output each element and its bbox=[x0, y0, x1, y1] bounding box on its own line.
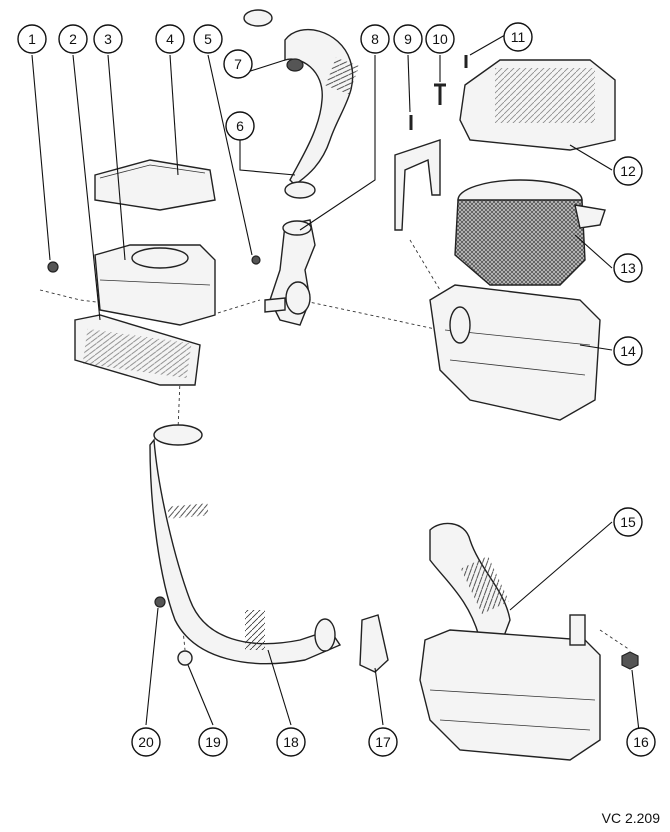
callout-8: 8 bbox=[360, 24, 390, 54]
part-bolt-5 bbox=[251, 255, 261, 265]
part-resonator-box bbox=[94, 244, 216, 326]
callout-4: 4 bbox=[155, 24, 185, 54]
callout-7: 7 bbox=[223, 49, 253, 79]
callout-label: 8 bbox=[371, 31, 379, 47]
part-intake-duct bbox=[74, 314, 201, 386]
callout-12: 12 bbox=[613, 156, 643, 186]
callout-11: 11 bbox=[503, 22, 533, 52]
callout-label: 12 bbox=[620, 163, 636, 179]
part-upper-hose bbox=[243, 9, 360, 199]
part-lower-resonator bbox=[419, 522, 601, 761]
callout-14: 14 bbox=[613, 336, 643, 366]
callout-label: 18 bbox=[283, 734, 299, 750]
part-nut-20 bbox=[154, 596, 166, 608]
part-filter-housing-lower bbox=[429, 284, 601, 421]
callout-label: 16 bbox=[633, 734, 649, 750]
callout-label: 1 bbox=[28, 31, 36, 47]
callout-label: 19 bbox=[205, 734, 221, 750]
callout-label: 10 bbox=[432, 31, 448, 47]
part-filter-element bbox=[454, 179, 606, 286]
callout-5: 5 bbox=[193, 24, 223, 54]
callout-19: 19 bbox=[198, 727, 228, 757]
callout-2: 2 bbox=[58, 24, 88, 54]
callout-15: 15 bbox=[613, 507, 643, 537]
part-bolt-10 bbox=[434, 83, 446, 105]
part-clip-1 bbox=[47, 261, 59, 273]
part-nut-16 bbox=[621, 651, 639, 670]
callout-label: 3 bbox=[104, 31, 112, 47]
callout-label: 6 bbox=[236, 118, 244, 134]
callout-20: 20 bbox=[131, 727, 161, 757]
callout-label: 20 bbox=[138, 734, 154, 750]
part-mount-pad bbox=[359, 614, 389, 673]
callout-9: 9 bbox=[393, 24, 423, 54]
callout-13: 13 bbox=[613, 253, 643, 283]
callout-16: 16 bbox=[626, 727, 656, 757]
part-upper-cover bbox=[94, 159, 216, 211]
callout-label: 14 bbox=[620, 343, 636, 359]
callout-1: 1 bbox=[17, 24, 47, 54]
callout-3: 3 bbox=[93, 24, 123, 54]
callout-10: 10 bbox=[425, 24, 455, 54]
callout-6: 6 bbox=[225, 111, 255, 141]
part-grommet-19 bbox=[177, 650, 193, 666]
callout-label: 9 bbox=[404, 31, 412, 47]
callout-17: 17 bbox=[368, 727, 398, 757]
callout-label: 2 bbox=[69, 31, 77, 47]
part-filter-housing-cover bbox=[459, 59, 616, 151]
callout-label: 5 bbox=[204, 31, 212, 47]
part-elbow-connector bbox=[264, 219, 316, 326]
callout-label: 4 bbox=[166, 31, 174, 47]
callout-label: 15 bbox=[620, 514, 636, 530]
part-lower-hose bbox=[149, 424, 342, 665]
callout-label: 17 bbox=[375, 734, 391, 750]
leader-lines bbox=[31, 34, 641, 741]
callout-18: 18 bbox=[276, 727, 306, 757]
callout-label: 13 bbox=[620, 260, 636, 276]
part-bracket bbox=[394, 139, 441, 231]
callout-label: 11 bbox=[511, 29, 526, 45]
reference-code: VC 2.209 bbox=[601, 810, 660, 826]
callout-label: 7 bbox=[234, 56, 242, 72]
